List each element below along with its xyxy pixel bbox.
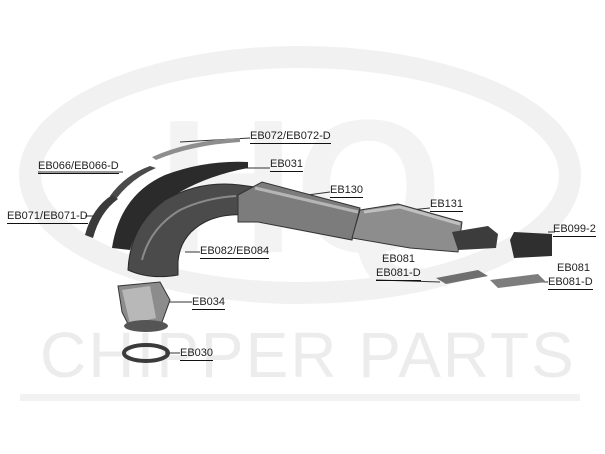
label-eb081-right: EB081 xyxy=(557,262,591,274)
part-eb034-face xyxy=(122,286,156,324)
part-eb066-strip xyxy=(110,166,156,199)
part-eb130-top xyxy=(254,186,359,214)
part-eb031-panel xyxy=(112,161,248,250)
part-eb071-strip xyxy=(85,195,118,238)
part-eb072-strip xyxy=(152,138,240,160)
part-eb082-highlight xyxy=(141,195,237,261)
label-eb072: EB072/EB072-D xyxy=(250,130,331,144)
label-eb081-left: EB081 xyxy=(382,253,416,265)
watermark-tagline: CHIPPER PARTS xyxy=(40,319,576,391)
label-eb066: EB066/EB066-D xyxy=(38,160,119,174)
label-eb081d-left: EB081-D xyxy=(376,267,421,281)
part-eb030-ring xyxy=(122,343,170,363)
label-eb131: EB131 xyxy=(430,198,464,212)
label-eb130: EB130 xyxy=(330,184,364,198)
part-eb081-plate-right xyxy=(490,274,546,288)
part-eb081-plate-left xyxy=(436,270,488,284)
label-eb034: EB034 xyxy=(192,296,226,310)
watermark-underline xyxy=(20,394,580,401)
part-eb099-block xyxy=(510,232,552,258)
part-eb131-top xyxy=(363,205,461,226)
label-eb081d-right: EB081-D xyxy=(548,276,593,290)
label-eb071: EB071/EB071-D xyxy=(7,210,88,224)
part-eb130-tube xyxy=(237,181,361,241)
label-eb031: EB031 xyxy=(270,158,304,172)
part-eb034-base xyxy=(124,320,168,332)
label-eb030: EB030 xyxy=(180,347,214,361)
label-eb082: EB082/EB084 xyxy=(200,245,270,259)
label-eb099: EB099-2 xyxy=(553,223,596,237)
part-eb131-end-block xyxy=(452,226,498,250)
